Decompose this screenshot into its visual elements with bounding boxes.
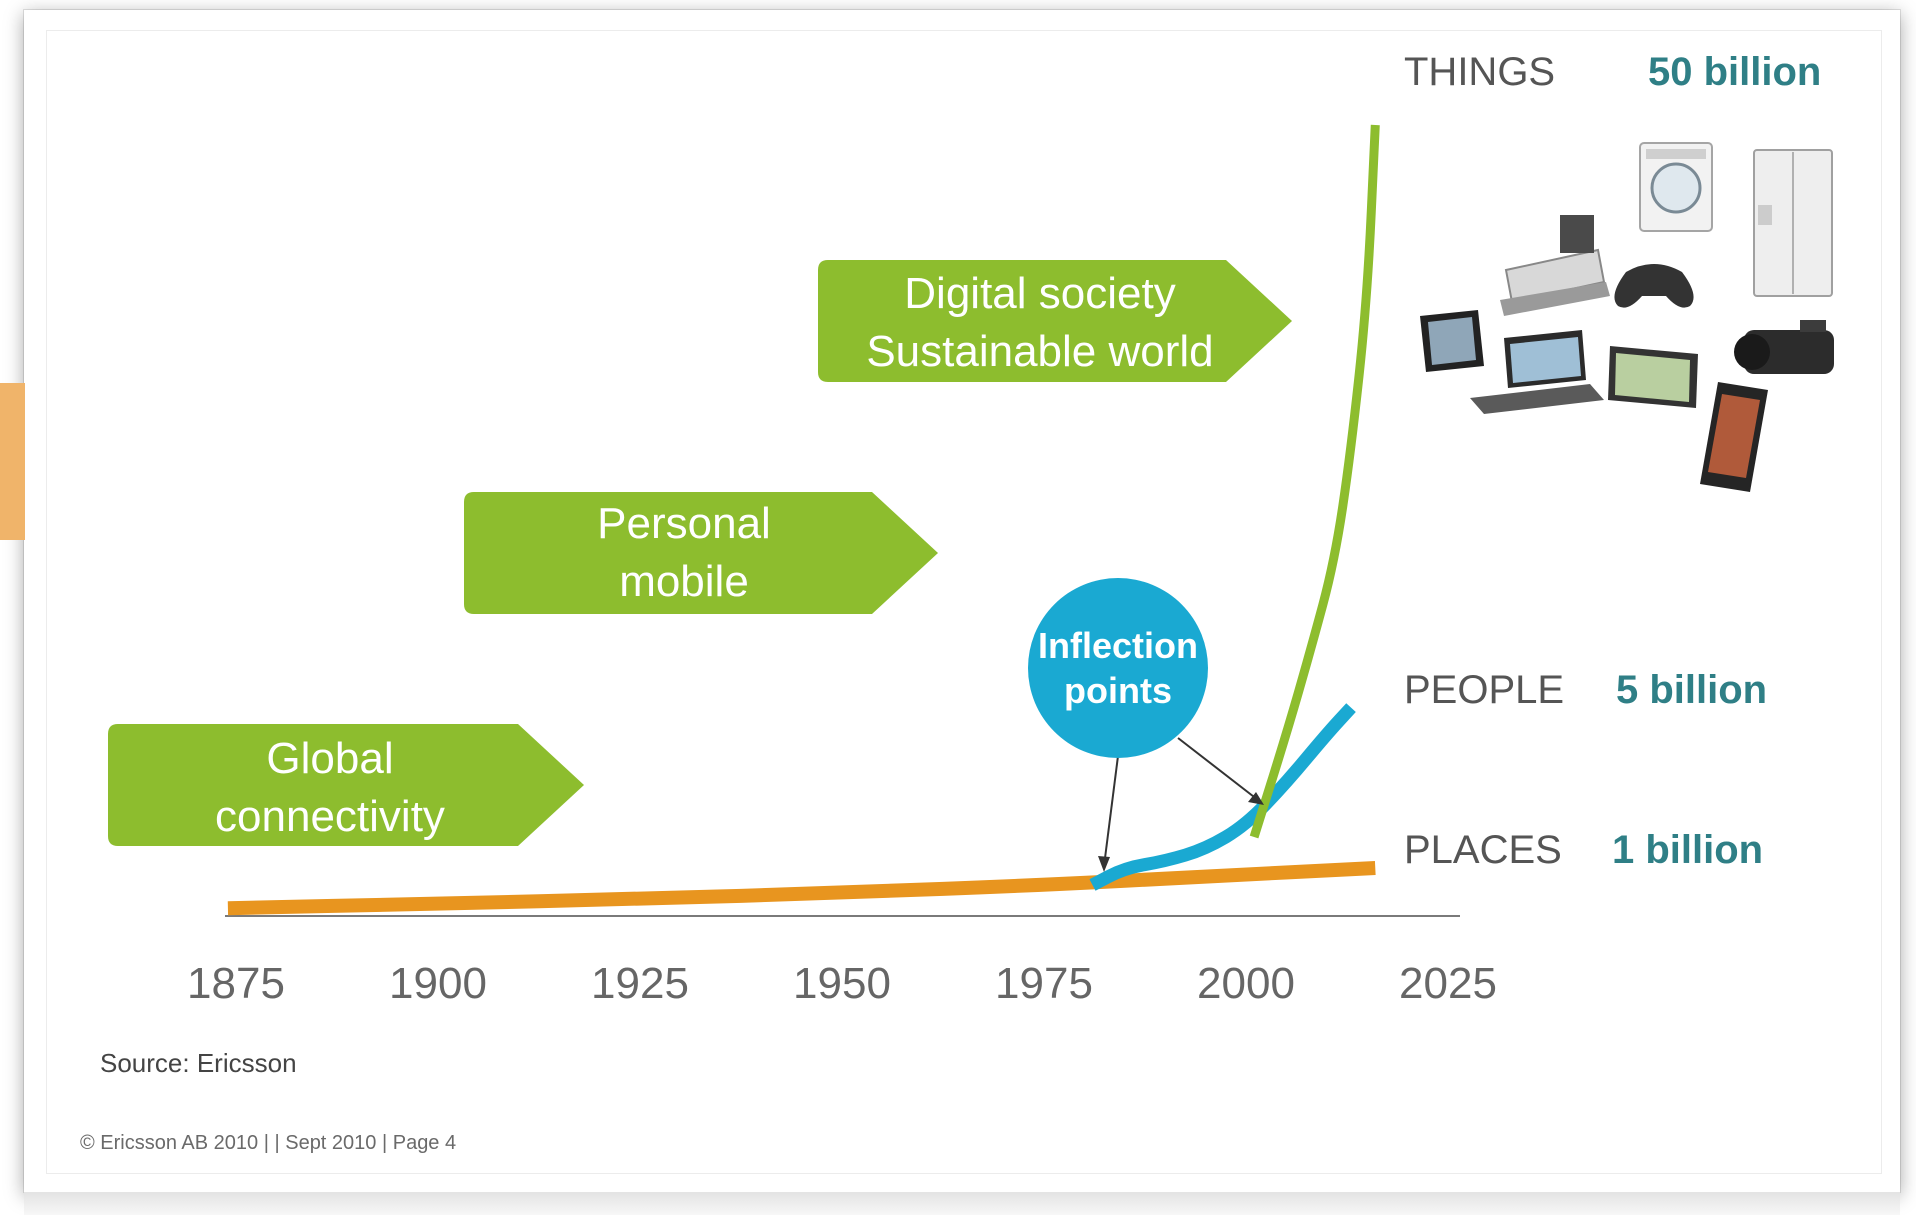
inflection-pointer-2 [1177,737,1259,801]
milestone-digital-society: Digital society Sustainable world [818,260,1292,382]
milestone-2-line1: Personal [597,499,771,548]
milestone-1-line2: connectivity [215,792,445,841]
slide-frame [24,10,1900,1192]
series-group [227,124,1380,916]
series-label-things: THINGS [1404,50,1555,94]
slide-border [46,30,1882,1174]
smartphone-icon [1700,382,1768,492]
washing-machine-icon [1639,142,1713,232]
x-tick-label-1925: 1925 [591,959,689,1008]
x-tick-label-2000: 2000 [1197,959,1295,1008]
x-tick-label-2025: 2025 [1399,959,1497,1008]
inflection-circle [1028,578,1208,758]
milestone-2-line2: mobile [619,557,749,606]
series-label-places: PLACES [1404,828,1562,872]
x-tick-label-1950: 1950 [793,959,891,1008]
devices-collage [1420,142,1834,492]
x-tick-label-1900: 1900 [389,959,487,1008]
inflection-callout: Inflection points [1028,578,1264,872]
x-tick-label-1875: 1875 [187,959,285,1008]
series-labels: THINGS 50 billion PEOPLE 5 billion PLACE… [1404,50,1821,872]
footer-note: © Ericsson AB 2010 | | Sept 2010 | Page … [80,1132,456,1154]
x-tick-label-1975: 1975 [995,959,1093,1008]
milestone-personal-mobile: Personal mobile [464,492,938,614]
milestone-3-line1: Digital society [904,269,1175,318]
game-controller-icon [1614,264,1694,308]
refrigerator-icon [1753,149,1833,297]
milestone-3-line2: Sustainable world [866,327,1213,376]
series-value-places: 1 billion [1612,828,1763,872]
series-line-people [1089,703,1356,891]
laptop-icon [1470,330,1604,414]
inflection-line2: points [1064,670,1172,711]
series-value-things: 50 billion [1648,50,1821,94]
milestone-1-line1: Global [266,734,393,783]
series-label-people: PEOPLE [1404,668,1564,712]
series-value-people: 5 billion [1616,668,1767,712]
inflection-line1: Inflection [1038,625,1198,666]
series-line-things [1249,124,1380,839]
gps-navigator-icon [1608,346,1698,408]
camcorder-icon [1734,320,1834,374]
source-note: Source: Ericsson [100,1048,297,1078]
milestone-global-connectivity: Global connectivity [108,724,584,846]
cash-register-icon [1500,215,1610,316]
inflection-pointer-1 [1103,755,1119,867]
x-tick-labels: 1875 1900 1925 1950 1975 2000 2025 [187,959,1497,1008]
tablet-icon [1420,310,1484,372]
series-line-places [227,861,1376,916]
bottom-shade [24,1192,1900,1215]
side-tab [0,383,25,540]
